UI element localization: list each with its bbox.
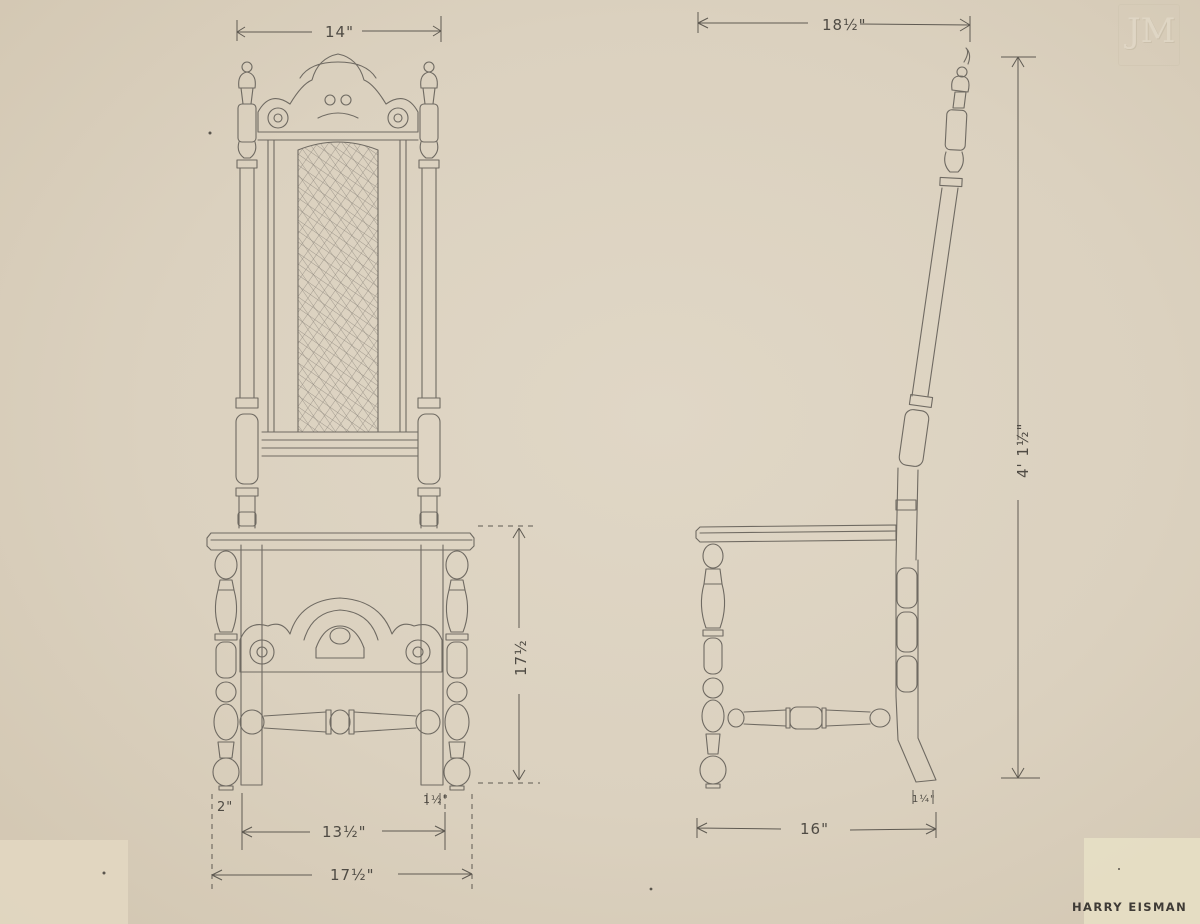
artist-signature: HARRY EISMAN xyxy=(1072,900,1188,914)
side-elevation xyxy=(695,47,971,789)
embossed-stamp: JM xyxy=(1118,4,1180,66)
dim-front-leg-left: 2" xyxy=(217,800,233,815)
dim-front-seat-height: 17½ xyxy=(512,639,530,676)
dim-side-leg: 1¼" xyxy=(912,793,936,805)
dimension-lines xyxy=(211,12,1040,890)
dim-front-overall-width: 17½" xyxy=(330,866,375,884)
paper-tape-patch xyxy=(1084,838,1200,924)
paper-specks xyxy=(102,131,1120,891)
front-elevation xyxy=(206,53,475,791)
side-front-leg xyxy=(699,543,727,789)
paper-tape-patch xyxy=(0,840,128,924)
dim-side-top-depth: 18½" xyxy=(822,16,867,34)
dim-side-overall-height: 4' 1½" xyxy=(1014,423,1032,478)
dimension-labels: 14" 18½" 4' 1½" 17½ 2" 1½" 13½" 17½" 1¼"… xyxy=(217,16,1032,884)
front-right-leg xyxy=(443,550,471,791)
front-left-leg xyxy=(212,550,240,791)
dim-front-top-width: 14" xyxy=(325,23,354,41)
dim-side-seat-depth: 16" xyxy=(800,820,829,838)
dim-front-leg-right: 1½" xyxy=(423,793,449,806)
dim-front-inner-width: 13½" xyxy=(322,823,367,841)
stamp-monogram: JM xyxy=(1127,11,1176,51)
